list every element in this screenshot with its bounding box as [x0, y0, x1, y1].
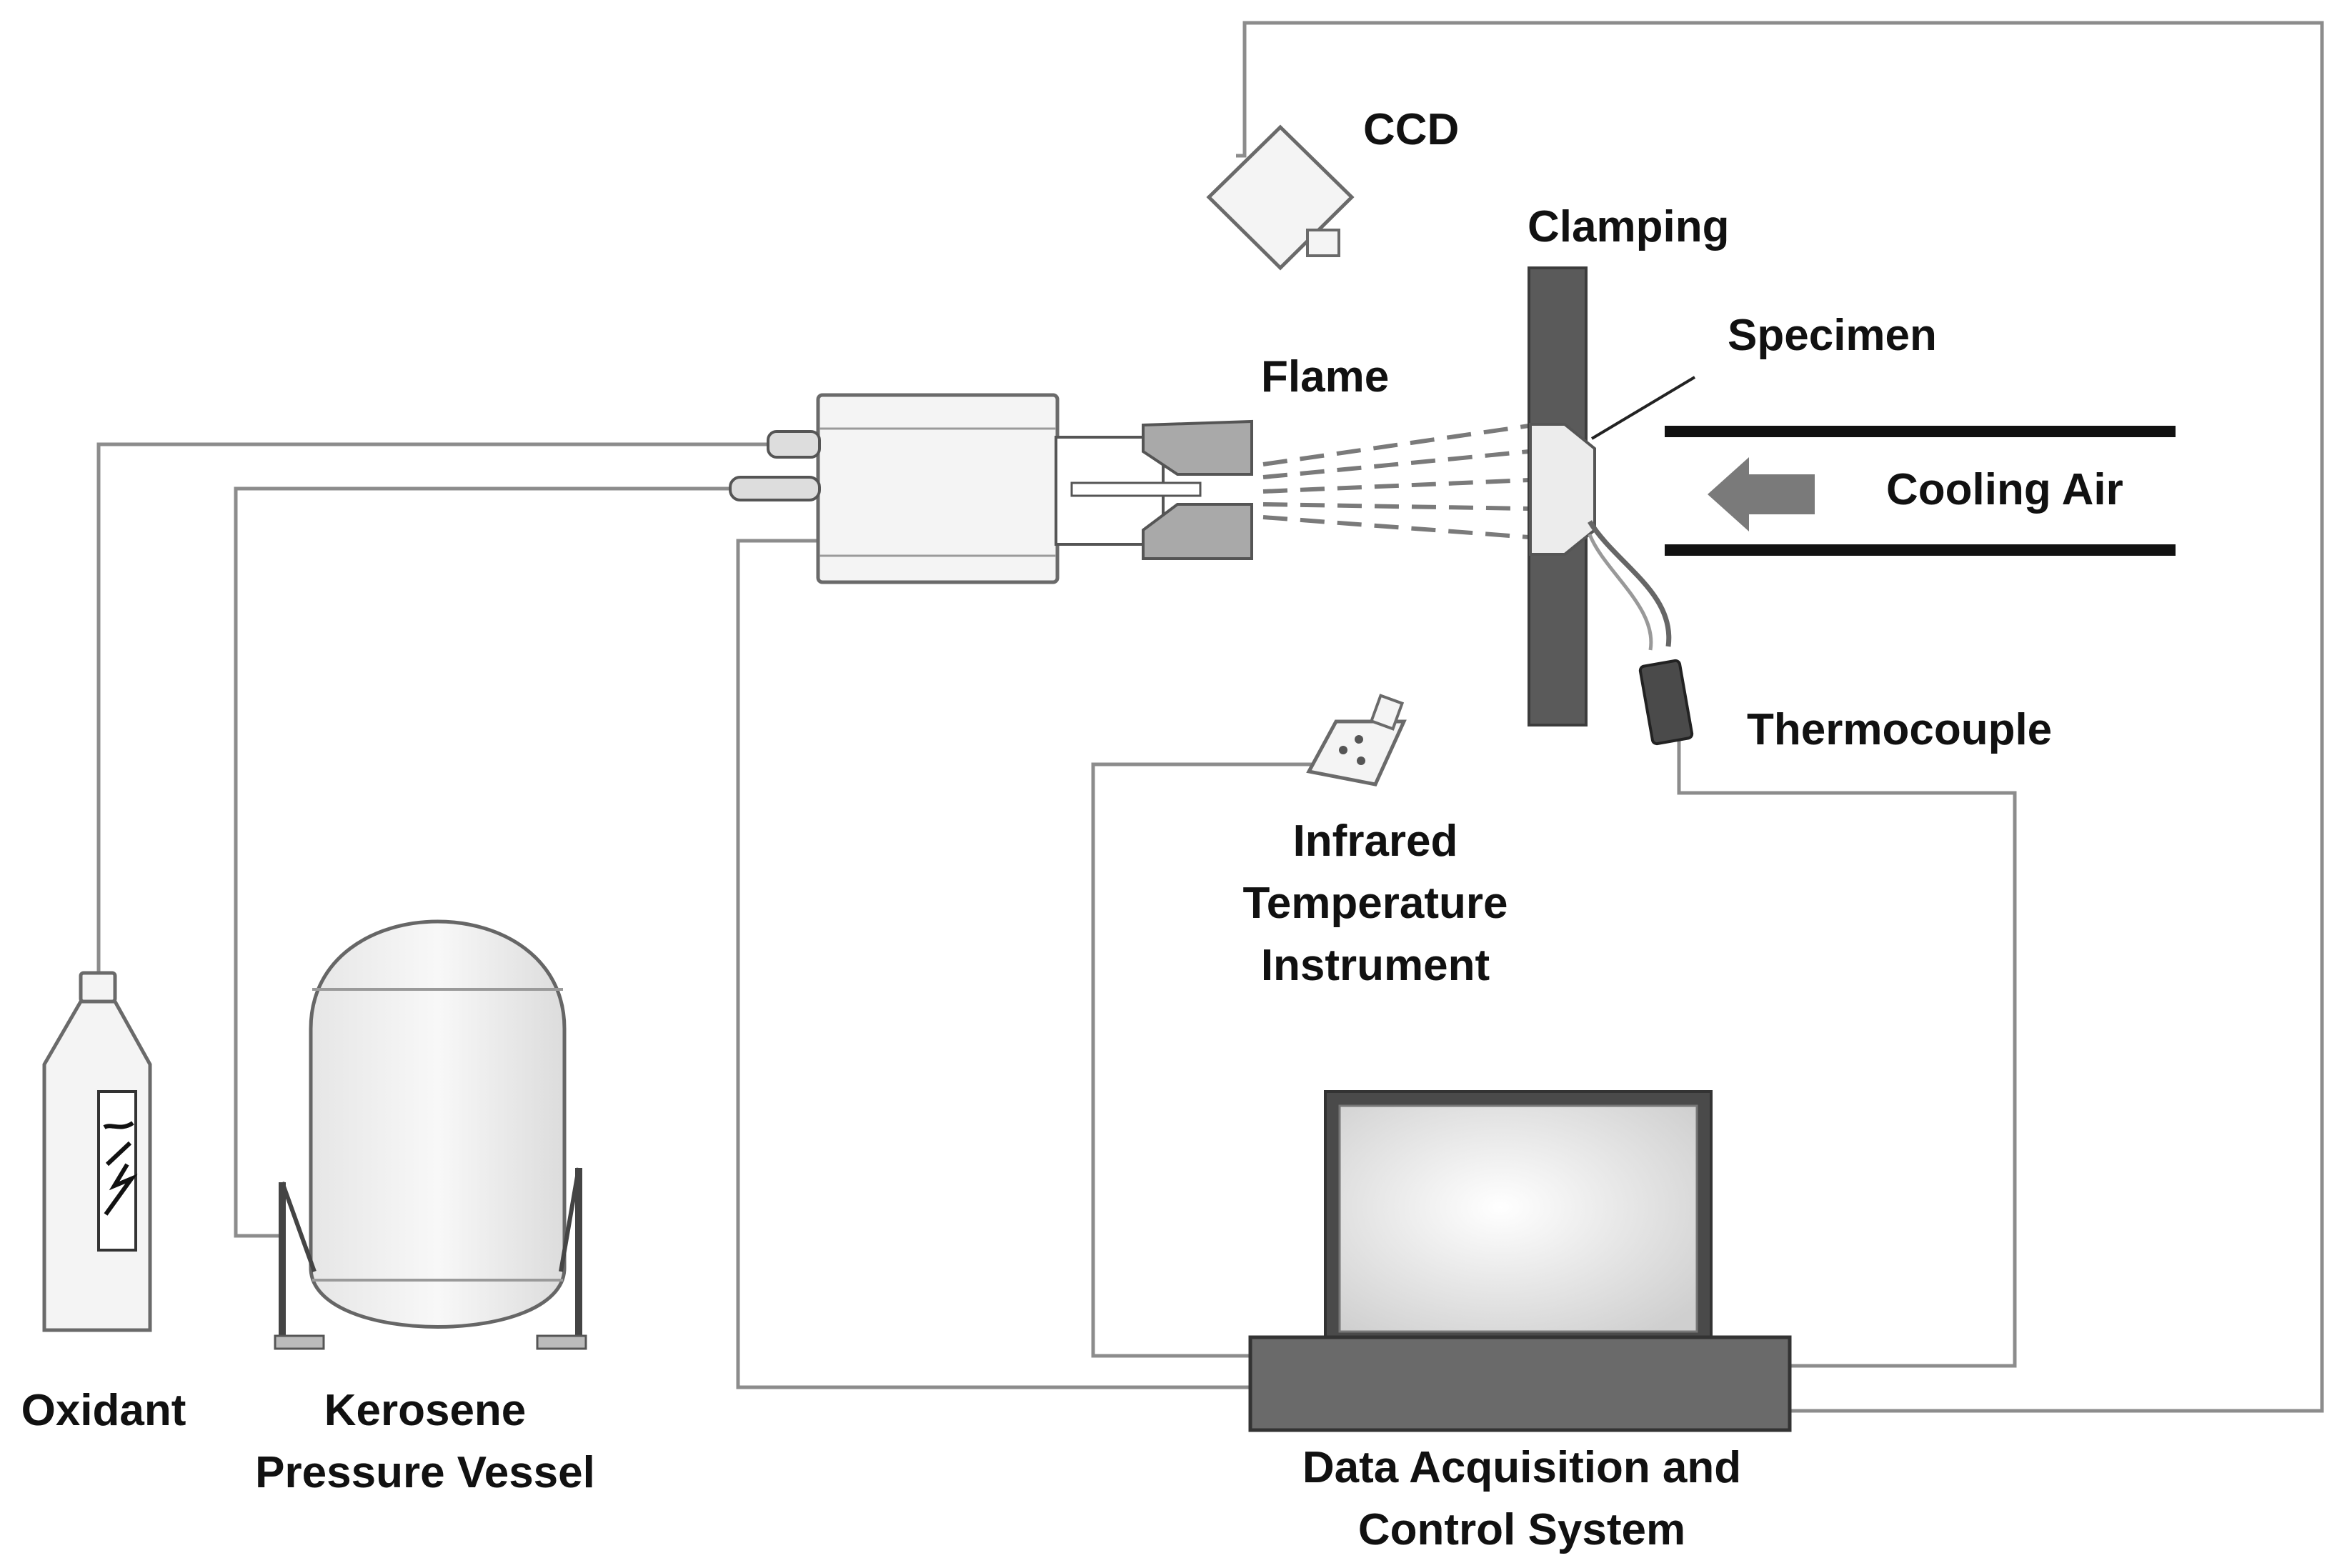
connection-lines [96, 21, 2324, 1413]
cooling-duct-lower-wall [1665, 544, 2176, 556]
infrared-label-line3: Instrument [1261, 941, 1490, 990]
cooling-duct-upper-wall [1665, 426, 2176, 437]
ccd-camera [1206, 124, 1355, 271]
infrared-label-line2: Temperature [1243, 879, 1508, 928]
oxidant-bottle [42, 971, 152, 1332]
kerosene-pressure-vessel [274, 919, 587, 1350]
vessel-brace-left [280, 1181, 317, 1273]
flame-ray [1262, 478, 1530, 494]
flame-ray [1262, 449, 1530, 479]
daq-base-unit [1248, 1335, 1792, 1432]
daq-label-line1: Data Acquisition and [1302, 1443, 1741, 1492]
thermocouple-lead-wire [1588, 534, 1653, 651]
nozzle-upper [1142, 419, 1253, 476]
oxidant-bottle-cap [79, 971, 117, 1004]
burner-control-line [736, 539, 1250, 1389]
vessel-tank [309, 919, 567, 1329]
flame-ray [1262, 502, 1530, 511]
thermocouple-lead-wire [1588, 520, 1672, 647]
cooling-air-arrow [1708, 457, 1815, 531]
infrared-label-line1: Infrared [1293, 817, 1458, 866]
kerosene-label-line1: Kerosene [324, 1386, 527, 1435]
infrared-instrument-lens [1369, 694, 1405, 731]
infrared-instrument [1306, 694, 1407, 787]
ccd-signal-line [1236, 21, 2324, 1413]
cooling-air-label: Cooling Air [1886, 465, 2123, 514]
ccd-camera-lens [1306, 229, 1340, 257]
infrared-instrument-body [1306, 719, 1407, 787]
thermocouple-label: Thermocouple [1747, 705, 2052, 754]
daq-control-system [1248, 1090, 1792, 1432]
daq-label-line2: Control System [1358, 1505, 1685, 1554]
vessel-foot-left [274, 1334, 325, 1350]
specimen-pointer [1590, 376, 1696, 440]
oxidant-hazard-icon [103, 1121, 138, 1216]
infrared-indicator-dot [1357, 756, 1365, 765]
specimen [1529, 423, 1596, 556]
clamping-label: Clamping [1528, 202, 1729, 251]
nozzle-lower [1142, 503, 1253, 560]
kerosene-label-line2: Pressure Vessel [255, 1448, 595, 1497]
ccd-label: CCD [1363, 105, 1459, 154]
ccd-camera-body [1206, 124, 1355, 271]
vessel-foot-right [536, 1334, 587, 1350]
kerosene-inlet-fitting [729, 476, 821, 501]
oxidant-inlet-fitting [767, 430, 821, 459]
flame-ray [1262, 515, 1530, 539]
thermocouple-signal-line [1677, 739, 2017, 1368]
infrared-indicator-dot [1339, 746, 1347, 754]
burner-assembly [729, 393, 1253, 584]
specimen-label: Specimen [1728, 311, 1937, 360]
oxidant-bottle-label [97, 1090, 137, 1252]
oxidant-line [96, 442, 768, 972]
flame-jet [1262, 424, 1530, 539]
flame-label: Flame [1261, 352, 1389, 401]
infrared-indicator-dot [1355, 735, 1363, 744]
thermocouple-probe [1638, 659, 1694, 746]
burner-body [816, 393, 1060, 584]
daq-monitor-screen [1338, 1104, 1698, 1333]
kerosene-line [234, 486, 732, 1238]
flame-ray [1262, 424, 1530, 466]
vessel-brace-right [559, 1167, 581, 1272]
fuel-injector-pin [1070, 481, 1202, 497]
oxidant-label: Oxidant [21, 1386, 186, 1435]
infrared-signal-line [1091, 762, 1335, 1358]
thermocouple [1588, 520, 1694, 746]
